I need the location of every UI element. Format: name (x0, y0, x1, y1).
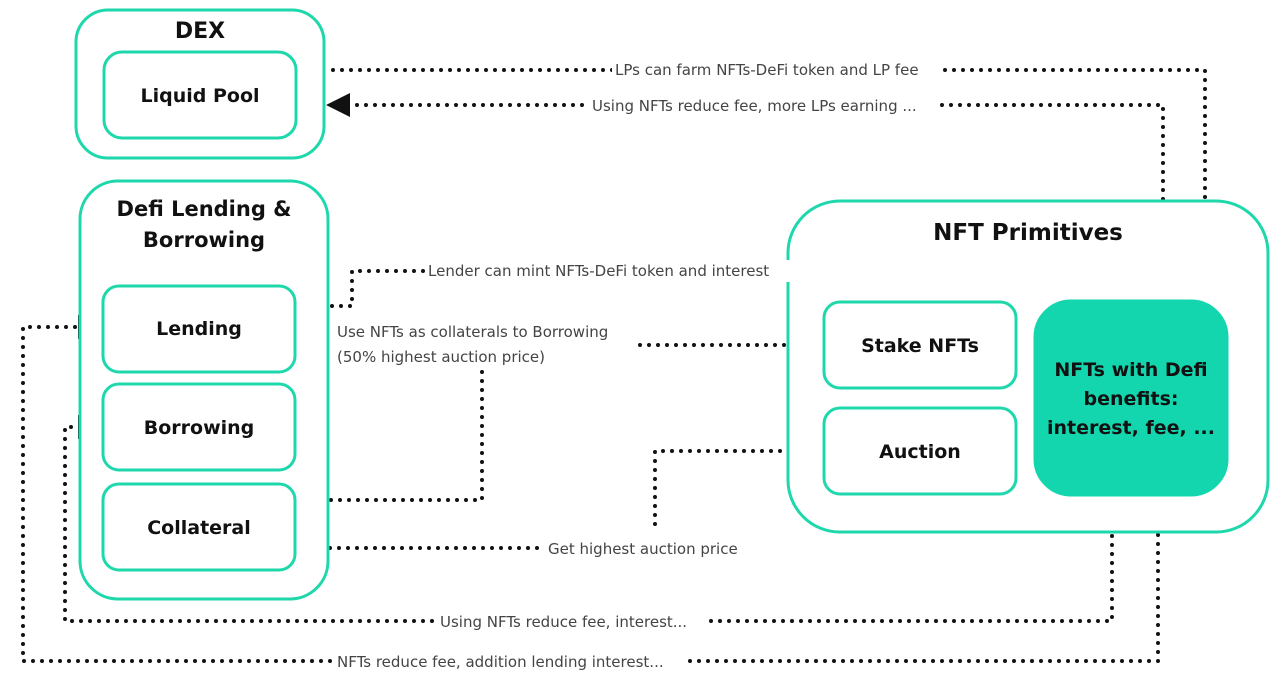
dex-title: DEX (175, 19, 225, 44)
connector-lend-reduce (688, 518, 1160, 663)
nft-title: NFT Primitives (933, 220, 1123, 246)
label-lp-farm: LPs can farm NFTs-DeFi token and LP fee (615, 61, 919, 79)
connector-auction-price (653, 449, 800, 535)
liquid-pool-box[interactable] (102, 50, 298, 140)
nft-benefits-line3: interest, fee, ... (1047, 417, 1215, 439)
nft-benefits-line2: benefits: (1084, 388, 1179, 410)
label-auction-price: Get highest auction price (548, 540, 738, 558)
nft-benefits-line1: NFTs with Defi (1054, 359, 1207, 381)
lending-group: Defi Lending & Borrowing Lending Borrowi… (78, 179, 330, 601)
lending-label: Lending (156, 318, 242, 340)
dex-group: DEX Liquid Pool (74, 8, 326, 160)
auction-label: Auction (879, 441, 961, 463)
label-borrow-reduce: Using NFTs reduce fee, interest... (440, 613, 687, 631)
liquid-pool-label: Liquid Pool (140, 85, 259, 107)
connector-borrow-reduce-left (63, 425, 434, 623)
auction-box[interactable] (822, 406, 1018, 496)
borrowing-label: Borrowing (144, 417, 255, 439)
lending-box[interactable] (101, 284, 297, 374)
nft-group: NFT Primitives Stake NFTs Auction NFTs w… (786, 199, 1270, 534)
connector-lp-farm (331, 68, 1207, 282)
lending-title-line2: Borrowing (143, 228, 265, 252)
arrow-left-icon (326, 93, 350, 117)
connector-lend-reduce-left (21, 325, 332, 663)
stake-nfts-label: Stake NFTs (861, 335, 979, 357)
connection-labels: LPs can farm NFTs-DeFi token and LP fee … (333, 58, 942, 672)
label-lp-reduce: Using NFTs reduce fee, more LPs earning … (592, 97, 917, 115)
label-lend-reduce: NFTs reduce fee, addition lending intere… (337, 653, 664, 671)
collateral-box[interactable] (101, 482, 297, 572)
label-lender-mint: Lender can mint NFTs-DeFi token and inte… (428, 262, 769, 280)
nft-benefits-box[interactable] (1033, 299, 1229, 497)
borrowing-box[interactable] (101, 382, 297, 472)
label-collateral-line1: Use NFTs as collaterals to Borrowing (337, 323, 608, 341)
lending-title-line1: Defi Lending & (117, 197, 292, 221)
connector-collateral-return (318, 370, 484, 502)
connector-lender-mint (303, 269, 1092, 308)
label-collateral-line2: (50% highest auction price) (337, 348, 545, 366)
stake-nfts-box[interactable] (822, 300, 1018, 390)
collateral-label: Collateral (147, 517, 251, 539)
connector-borrow-reduce (700, 518, 1114, 623)
